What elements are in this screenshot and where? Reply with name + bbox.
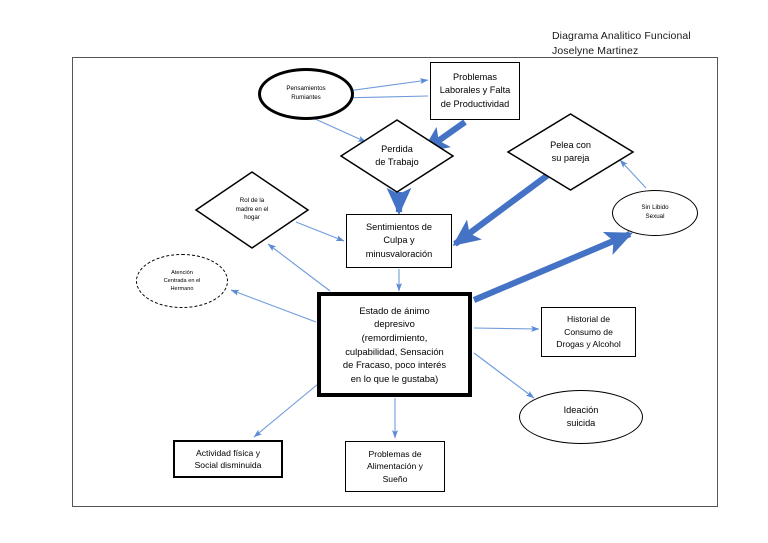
- node-sin-libido-sexual[interactable]: Sin Libido Sexual: [612, 190, 698, 236]
- node-label-problemas-laborales: Problemas Laborales y Falta de Productiv…: [439, 71, 511, 109]
- diagram-frame: [72, 57, 718, 507]
- node-perdida-de-trabajo[interactable]: [339, 119, 455, 193]
- node-problemas-alimentacion-sueno[interactable]: Problemas de Alimentación y Sueño: [345, 441, 445, 492]
- node-perdida-de-trabajo[interactable]: Perdida de Trabajo: [341, 120, 453, 192]
- shapes-layer: [194, 113, 635, 249]
- node-label-estado-de-animo-depresivo: Estado de ánimo depresivo (remordimiento…: [342, 304, 447, 384]
- node-estado-de-animo-depresivo[interactable]: Estado de ánimo depresivo (remordimiento…: [317, 292, 472, 397]
- edge-estado-de-animo-depresivo-to-historial-consumo-drogas: [473, 325, 540, 332]
- edge-estado-de-animo-depresivo-to-rol-de-la-madre: [267, 243, 331, 292]
- node-rol-de-la-madre[interactable]: [194, 171, 310, 249]
- node-label-actividad-fisica-social: Actividad física y Social disminuida: [194, 447, 262, 470]
- node-pensamientos-rumiantes[interactable]: Pensamientos Rumiantes: [258, 68, 354, 120]
- edge-estado-de-animo-depresivo-to-ideacion-suicida: [473, 352, 535, 399]
- node-label-perdida-de-trabajo: Perdida de Trabajo: [375, 143, 419, 167]
- node-label-pelea-con-su-pareja: Pelea con su pareja: [550, 139, 591, 163]
- node-ideacion-suicida[interactable]: Ideación suicida: [519, 390, 643, 444]
- node-actividad-fisica-social[interactable]: Actividad física y Social disminuida: [173, 440, 283, 478]
- node-label-problemas-alimentacion-sueno: Problemas de Alimentación y Sueño: [367, 448, 423, 484]
- node-sentimientos-de-culpa[interactable]: Sentimientos de Culpa y minusvaloración: [346, 214, 452, 268]
- edge-pensamientos-rumiantes-to-perdida-de-trabajo: [312, 117, 367, 143]
- node-rol-de-la-madre[interactable]: Rol de la madre en el hogar: [196, 172, 308, 248]
- node-label-sentimientos-de-culpa: Sentimientos de Culpa y minusvaloración: [365, 221, 433, 259]
- node-label-ideacion-suicida: Ideación suicida: [563, 404, 599, 428]
- document-title: Diagrama Analitico Funcional Joselyne Ma…: [552, 30, 691, 57]
- edge-pensamientos-rumiantes-to-problemas-laborales: [339, 78, 429, 93]
- node-historial-consumo-drogas[interactable]: Historial de Consumo de Drogas y Alcohol: [541, 307, 636, 357]
- node-atencion-centrada-hermano[interactable]: Atención Centrada en el Hermano: [136, 254, 228, 308]
- node-label-sin-libido-sexual: Sin Libido Sexual: [641, 204, 669, 220]
- node-pelea-con-su-pareja[interactable]: Pelea con su pareja: [508, 114, 633, 190]
- edge-rol-de-la-madre-to-sentimientos-de-culpa: [295, 221, 345, 242]
- node-problemas-laborales[interactable]: Problemas Laborales y Falta de Productiv…: [430, 62, 520, 120]
- edge-estado-de-animo-depresivo-to-actividad-fisica-social: [253, 383, 319, 438]
- node-label-historial-consumo-drogas: Historial de Consumo de Drogas y Alcohol: [556, 314, 621, 350]
- node-pelea-con-su-pareja[interactable]: [506, 113, 635, 191]
- edge-pelea-con-su-pareja-to-sentimientos-de-culpa: [452, 169, 554, 247]
- edge-estado-de-animo-depresivo-to-sin-libido-sexual: [472, 231, 633, 303]
- edge-sin-libido-sexual-to-pelea-con-su-pareja: [619, 159, 647, 189]
- node-label-atencion-centrada-hermano: Atención Centrada en el Hermano: [163, 269, 201, 293]
- edge-estado-de-animo-depresivo-to-atencion-centrada-hermano: [230, 289, 317, 323]
- node-label-rol-de-la-madre: Rol de la madre en el hogar: [235, 196, 269, 222]
- node-label-pensamientos-rumiantes: Pensamientos Rumiantes: [286, 85, 326, 101]
